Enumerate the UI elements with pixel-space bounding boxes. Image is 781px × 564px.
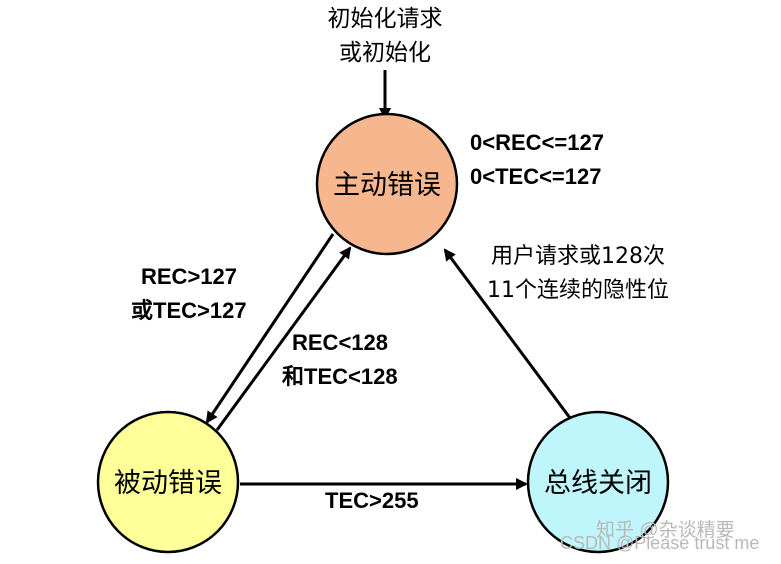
arrow-active-to-passive xyxy=(205,233,335,424)
entry-label: 初始化请求 或初始化 xyxy=(305,2,465,70)
active-condition-tec: 0<TEC<=127 xyxy=(470,164,602,189)
busoff-recovery-line2: 11个连续的隐性位 xyxy=(487,278,669,303)
entry-label-line1: 初始化请求 xyxy=(327,6,443,32)
to-busoff-condition: TEC>255 xyxy=(325,488,419,513)
active-condition: 0<REC<=127 0<TEC<=127 xyxy=(470,126,604,194)
watermark-csdn: CSDN @Please trust me xyxy=(560,533,760,553)
node-bus-off xyxy=(526,410,670,554)
entry-label-line2: 或初始化 xyxy=(339,40,431,66)
to-passive-tec: 或TEC>127 xyxy=(131,298,247,323)
arrow-busoff-to-active xyxy=(443,248,572,419)
to-passive-condition: REC>127 或TEC>127 xyxy=(131,260,247,328)
busoff-recovery-line1: 用户请求或128次 xyxy=(491,244,665,269)
busoff-recovery-condition: 用户请求或128次 11个连续的隐性位 xyxy=(487,240,669,308)
arrow-passive-to-active xyxy=(215,246,352,431)
to-active-condition: REC<128 和TEC<128 xyxy=(282,326,398,394)
node-active-label: 主动错误 xyxy=(333,170,441,201)
active-condition-rec: 0<REC<=127 xyxy=(470,130,604,155)
to-active-rec: REC<128 xyxy=(292,330,389,355)
to-passive-rec: REC>127 xyxy=(141,264,238,289)
to-active-tec: 和TEC<128 xyxy=(282,364,398,389)
watermark-zhihu: 知乎 @杂谈精要 xyxy=(596,520,735,541)
node-active-error xyxy=(315,112,459,256)
node-busoff-label: 总线关闭 xyxy=(544,468,652,499)
node-passive-error xyxy=(96,410,240,554)
node-passive-label: 被动错误 xyxy=(114,468,222,499)
